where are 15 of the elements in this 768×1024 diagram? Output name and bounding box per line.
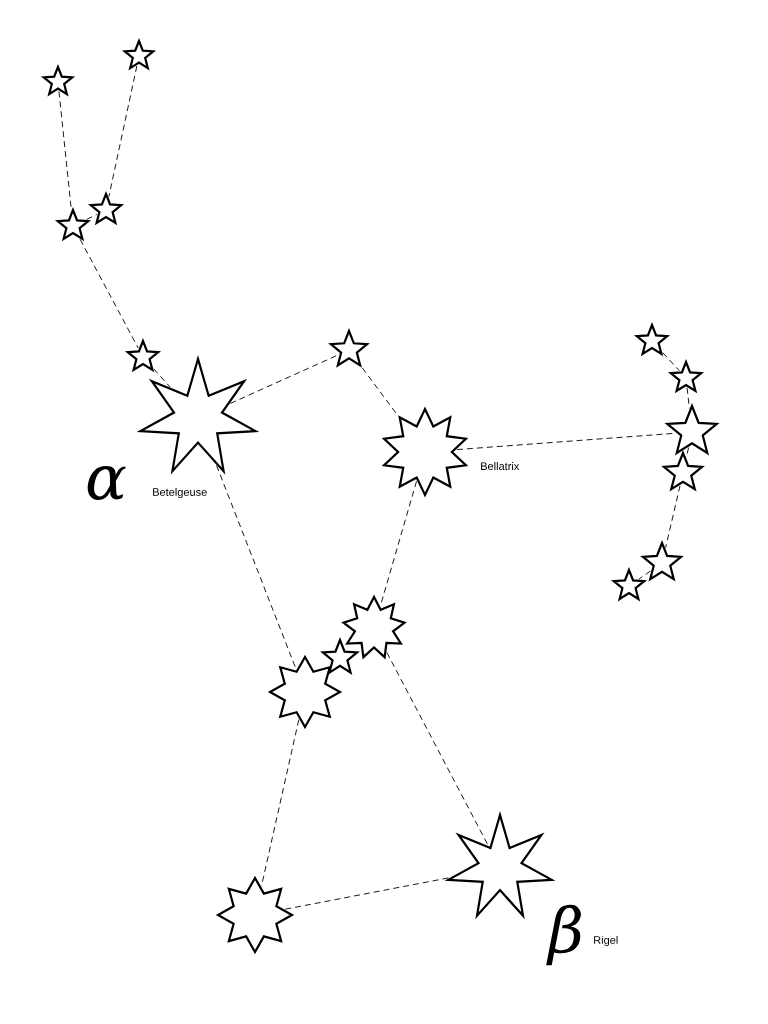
- dashed-line: [153, 368, 171, 388]
- greek-letter: α: [87, 466, 126, 500]
- dashed-line: [261, 719, 300, 887]
- greek-letter: β: [546, 904, 581, 966]
- star-name: Betelgeuse: [153, 487, 207, 499]
- dashed-line: [662, 352, 680, 372]
- dashed-line: [361, 367, 399, 416]
- star-name: Bellatrix: [481, 461, 520, 471]
- dashed-line: [86, 213, 98, 220]
- dashed-line: [284, 877, 450, 910]
- dashed-line: [108, 65, 138, 198]
- dashed-line: [638, 570, 651, 580]
- dashed-line: [665, 485, 681, 549]
- dashed-line: [79, 238, 139, 349]
- star-name: Rigel: [594, 935, 618, 947]
